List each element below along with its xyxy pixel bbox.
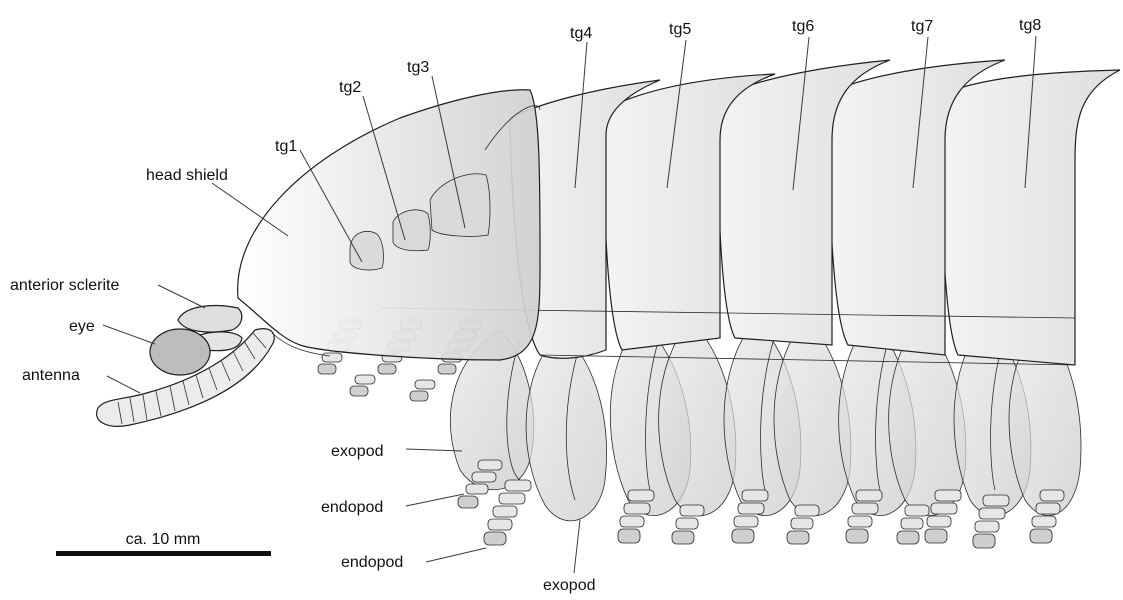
- head-shield: [238, 90, 540, 360]
- label-endopod-upper: endopod: [321, 499, 383, 516]
- anterior-sclerite: [178, 306, 242, 333]
- label-tg4: tg4: [570, 25, 592, 42]
- label-tg6: tg6: [792, 18, 814, 35]
- label-exopod-upper: exopod: [331, 443, 384, 460]
- label-tg7: tg7: [911, 18, 933, 35]
- label-tg5: tg5: [669, 21, 691, 38]
- eye-shape: [150, 329, 210, 375]
- label-tg8: tg8: [1019, 17, 1041, 34]
- label-antenna: antenna: [22, 367, 80, 384]
- label-tg2: tg2: [339, 79, 361, 96]
- tg1-lobe: [350, 231, 383, 270]
- label-tg3: tg3: [407, 59, 429, 76]
- scale-bar-line: [56, 551, 271, 556]
- tg2-lobe: [393, 210, 430, 251]
- label-head-shield: head shield: [146, 167, 228, 184]
- label-tg1: tg1: [275, 138, 297, 155]
- scale-bar-label: ca. 10 mm: [126, 531, 201, 548]
- scale-bar: ca. 10 mm: [56, 531, 271, 556]
- label-exopod-lower: exopod: [543, 577, 596, 594]
- label-anterior-sclerite: anterior sclerite: [10, 277, 119, 294]
- label-endopod-lower: endopod: [341, 554, 403, 571]
- label-eye: eye: [69, 318, 95, 335]
